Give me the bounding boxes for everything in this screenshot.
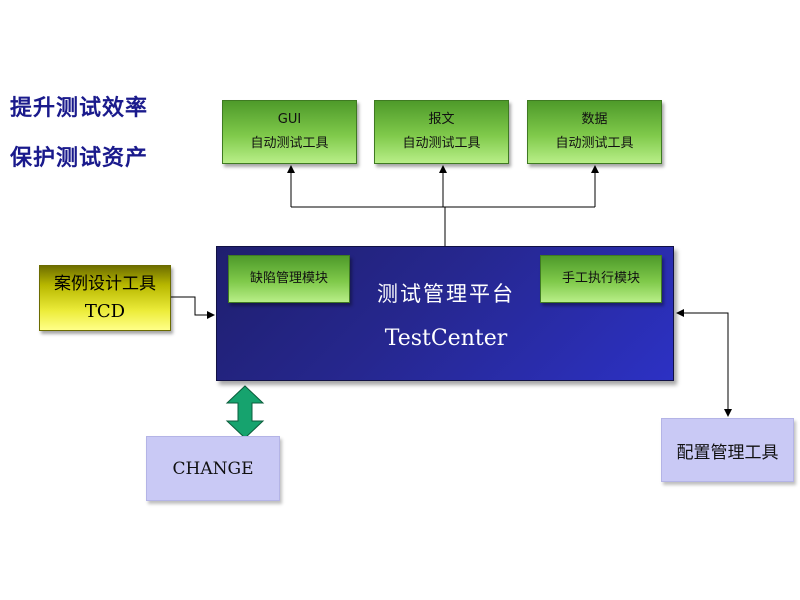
config-management-tool-box: 配置管理工具 [661, 418, 794, 482]
data-tool-name: 数据 [581, 112, 608, 127]
config-tool-label: 配置管理工具 [676, 442, 779, 463]
slogan-efficiency: 提升测试效率 [10, 96, 149, 121]
message-tool-name: 报文 [428, 112, 455, 127]
change-double-arrow [225, 385, 265, 439]
defect-management-module: 缺陷管理模块 [228, 255, 350, 303]
platform-title: 测试管理平台 [377, 282, 515, 306]
gui-automation-tool-box: GUI 自动测试工具 [222, 100, 357, 164]
platform-config-arrowhead [676, 309, 684, 317]
change-tool-label: CHANGE [172, 458, 254, 479]
slogan-asset-protection: 保护测试资产 [10, 146, 149, 171]
case-design-tool-code: TCD [84, 301, 126, 322]
gui-tool-name: GUI [277, 112, 302, 127]
case-design-tool-box: 案例设计工具 TCD [39, 265, 171, 331]
manual-module-label: 手工执行模块 [561, 271, 640, 286]
message-tool-type: 自动测试工具 [402, 136, 481, 151]
case-design-tool-label: 案例设计工具 [54, 274, 156, 294]
gui-tool-type: 自动测试工具 [250, 136, 329, 151]
platform-subtitle: TestCenter [384, 326, 508, 351]
defect-module-label: 缺陷管理模块 [249, 271, 328, 286]
data-automation-tool-box: 数据 自动测试工具 [527, 100, 662, 164]
tcd-to-platform-arrow [171, 296, 215, 319]
change-tool-box: CHANGE [146, 436, 280, 501]
data-tool-type: 自动测试工具 [555, 136, 634, 151]
message-automation-tool-box: 报文 自动测试工具 [374, 100, 509, 164]
platform-config-link [677, 312, 732, 417]
manual-execution-module: 手工执行模块 [540, 255, 662, 303]
